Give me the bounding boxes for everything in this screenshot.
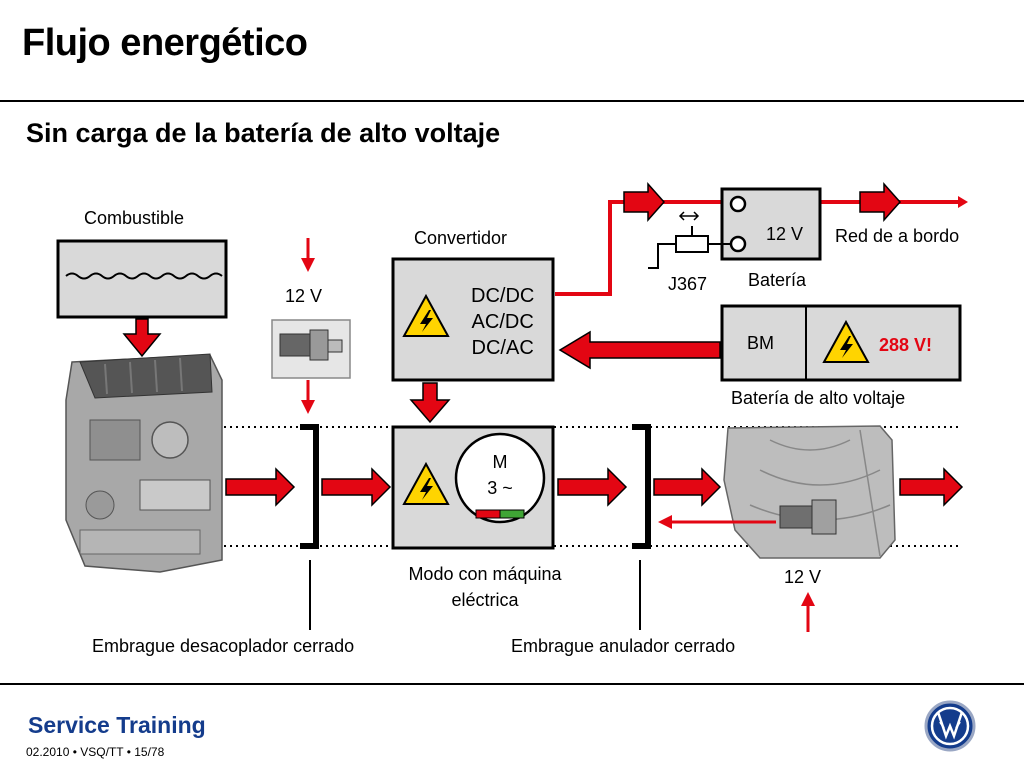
- onboard-network-label: Red de a bordo: [835, 226, 960, 246]
- starter-voltage-label: 12 V: [285, 286, 323, 306]
- converter-box: [391, 257, 555, 382]
- clutch-left: [300, 424, 319, 549]
- fuel-tank: [56, 239, 228, 319]
- motor-box: [391, 425, 555, 550]
- battery-12v-label: Batería: [748, 270, 807, 290]
- hv-battery-label: Batería de alto voltaje: [731, 388, 906, 408]
- gearbox-starter-arrows: [658, 515, 815, 632]
- hv-to-converter-arrow: [558, 330, 721, 370]
- fuel-flow-arrow: [122, 318, 162, 358]
- page-title: Flujo energético: [22, 22, 308, 64]
- motor-label-m: M: [492, 452, 508, 472]
- motor-mode-line1: Modo con máquina: [408, 564, 562, 584]
- clutch-right-label: Embrague anulador cerrado: [511, 636, 736, 656]
- converter-line-acdc: AC/DC: [471, 311, 534, 333]
- footer-brand: Service Training: [28, 712, 206, 738]
- converter-line-dcac: DC/AC: [471, 337, 534, 359]
- hv-battery-box: [720, 304, 962, 382]
- clutch-left-label: Embrague desacoplador cerrado: [92, 636, 355, 656]
- gearbox-image: [723, 425, 896, 559]
- footer-divider: [0, 683, 1024, 685]
- gearbox-voltage-label: 12 V: [784, 567, 822, 587]
- relay-j367: [648, 211, 731, 269]
- relay-label: J367: [668, 274, 708, 294]
- motor-mode-line2: eléctrica: [451, 590, 519, 610]
- battery-12v-voltage: 12 V: [766, 224, 804, 244]
- header-divider: [0, 100, 1024, 102]
- drive-flow-arrows: [225, 467, 964, 507]
- engine-image: [65, 353, 223, 573]
- starter-motor-left: [271, 319, 351, 379]
- hv-battery-bm: BM: [747, 333, 774, 353]
- page-subtitle: Sin carga de la batería de alto voltaje: [26, 118, 501, 148]
- footer-meta: 02.2010 • VSQ/TT • 15/78: [26, 745, 165, 759]
- fuel-label: Combustible: [84, 208, 185, 228]
- clutch-right: [632, 424, 651, 549]
- converter-text-block: DC/DC AC/DC DC/AC: [393, 259, 553, 380]
- motor-label-phase: 3 ~: [487, 478, 513, 498]
- converter-lines: DC/DC AC/DC DC/AC: [471, 283, 534, 361]
- converter-label: Convertidor: [414, 228, 508, 248]
- converter-to-motor-arrow: [409, 382, 451, 424]
- starter-12v-arrows: [301, 238, 315, 414]
- battery-12v: [720, 187, 822, 261]
- converter-line-dcdc: DC/DC: [471, 285, 535, 307]
- hv-battery-warning: 288 V!: [879, 335, 933, 355]
